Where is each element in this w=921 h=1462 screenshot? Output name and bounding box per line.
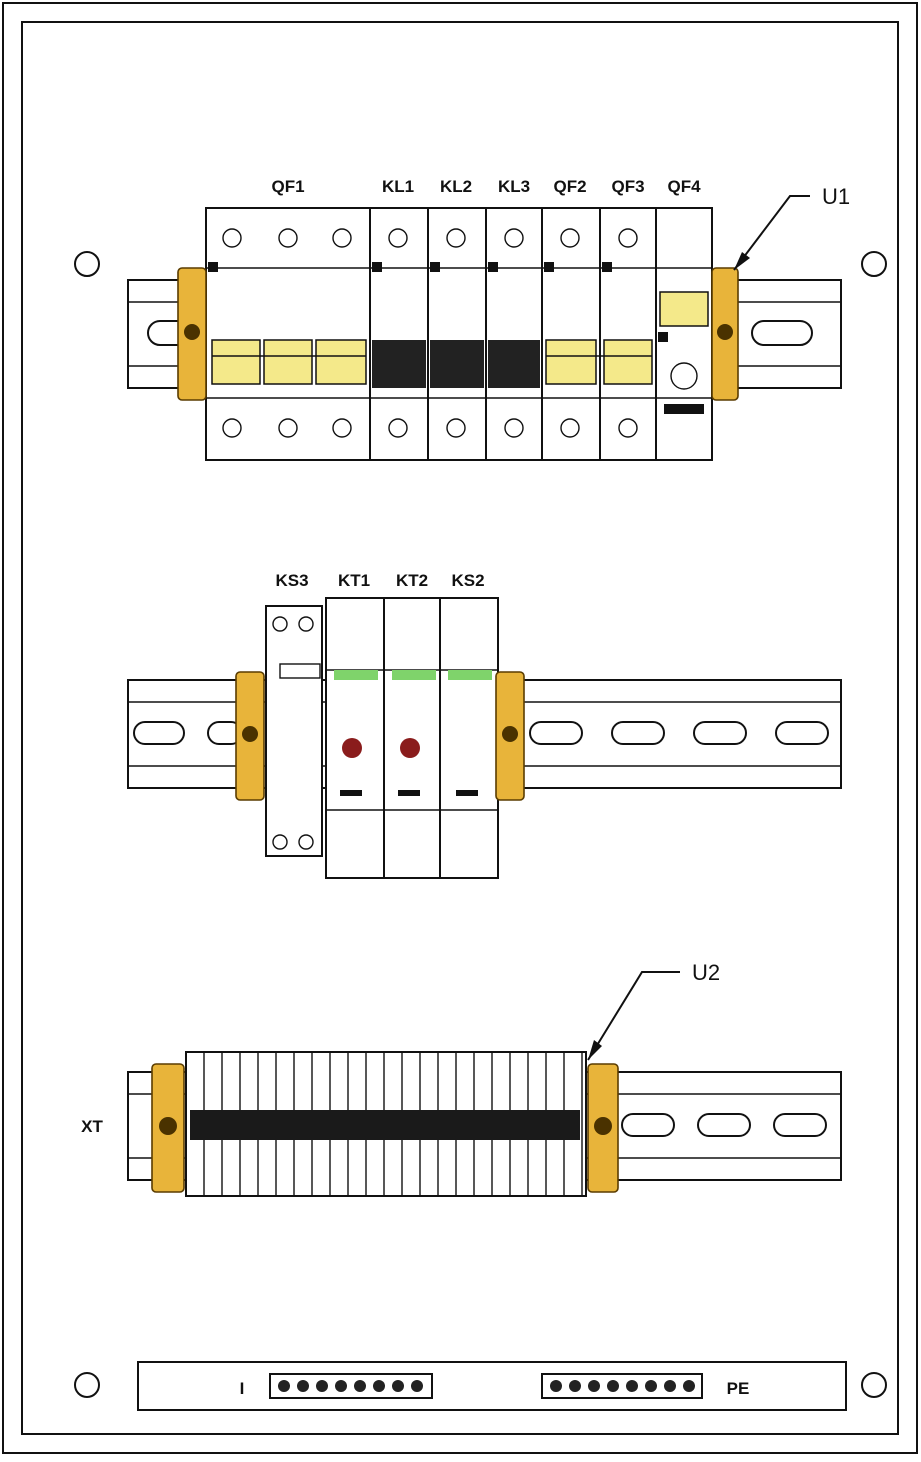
bus-terminal <box>297 1380 309 1392</box>
rail1-end-clamp-right <box>711 267 739 401</box>
contactor-face <box>488 340 540 388</box>
label-qf2: QF2 <box>553 177 586 196</box>
label-qf4: QF4 <box>667 177 701 196</box>
rail3-end-clamp-right <box>587 1063 619 1193</box>
rail2-end-clamp-left <box>235 671 265 801</box>
bus-terminal <box>588 1380 600 1392</box>
svg-text:U1: U1 <box>822 184 850 209</box>
terminal-screws-bottom <box>222 418 638 438</box>
terminal-screws-top <box>222 228 638 248</box>
breaker-handle <box>211 339 261 385</box>
callout-u2: U2 <box>587 960 720 1061</box>
rail-slot <box>693 721 747 745</box>
bus-terminal <box>683 1380 695 1392</box>
label-ks3: KS3 <box>275 571 308 590</box>
indicator-green <box>334 670 378 680</box>
label-n-bus: I <box>240 1379 245 1398</box>
mounting-hole-top-right <box>861 251 887 277</box>
bus-terminal <box>316 1380 328 1392</box>
bus-terminal <box>550 1380 562 1392</box>
rail-slot <box>133 721 185 745</box>
indicator-green <box>392 670 436 680</box>
bottom-bus-strip: I PE <box>137 1361 847 1411</box>
bus-terminal <box>373 1380 385 1392</box>
bus-terminal <box>278 1380 290 1392</box>
contactor-face <box>430 340 484 388</box>
enclosure-inner <box>21 21 899 1435</box>
rail-slot <box>751 320 813 346</box>
bus-terminal <box>335 1380 347 1392</box>
pe-busbar <box>541 1373 703 1399</box>
rail3-end-clamp-left <box>151 1063 185 1193</box>
rail-slot <box>775 721 829 745</box>
rail2-labels: KS3 KT1 KT2 KS2 <box>275 571 484 590</box>
breaker-handle <box>315 339 367 385</box>
label-kt1: KT1 <box>338 571 370 590</box>
svg-text:U2: U2 <box>692 960 720 985</box>
surge-knob <box>670 362 698 390</box>
rail-slot <box>621 1113 675 1137</box>
callout-u1: U1 <box>733 184 850 271</box>
rail-slot <box>697 1113 751 1137</box>
bus-terminal <box>569 1380 581 1392</box>
breaker-handle <box>659 291 709 327</box>
timer-knob <box>400 738 420 758</box>
neutral-busbar <box>269 1373 433 1399</box>
label-qf3: QF3 <box>611 177 644 196</box>
label-pe-bus: PE <box>727 1379 750 1398</box>
bus-terminal <box>664 1380 676 1392</box>
label-kt2: KT2 <box>396 571 428 590</box>
breaker-handle <box>603 339 653 385</box>
breaker-handle <box>263 339 313 385</box>
rail-slot <box>529 721 583 745</box>
indicator-green <box>448 670 492 680</box>
timer-knob <box>342 738 362 758</box>
rail2-end-clamp-right <box>495 671 525 801</box>
terminal-block-strip <box>185 1051 587 1197</box>
rail2-device-block <box>265 597 499 879</box>
label-xt: XT <box>81 1117 103 1136</box>
rail-slot <box>611 721 665 745</box>
terminal-markers <box>190 1110 580 1140</box>
rail-slot <box>773 1113 827 1137</box>
rail1-labels: QF1 KL1 KL2 KL3 QF2 QF3 QF4 <box>271 177 701 196</box>
label-kl2: KL2 <box>440 177 472 196</box>
label-qf1: QF1 <box>271 177 304 196</box>
breaker-handle <box>545 339 597 385</box>
contactor-face <box>372 340 426 388</box>
bus-terminal <box>411 1380 423 1392</box>
label-kl3: KL3 <box>498 177 530 196</box>
bus-terminal <box>607 1380 619 1392</box>
rail1-end-clamp-left <box>177 267 207 401</box>
rail1-device-block <box>205 207 713 461</box>
mounting-hole-bottom-left <box>74 1372 100 1398</box>
label-ks2: KS2 <box>451 571 484 590</box>
bus-terminal <box>626 1380 638 1392</box>
mounting-hole-bottom-right <box>861 1372 887 1398</box>
bus-terminal <box>392 1380 404 1392</box>
label-kl1: KL1 <box>382 177 414 196</box>
bus-terminal <box>645 1380 657 1392</box>
bus-terminal <box>354 1380 366 1392</box>
mounting-hole-top-left <box>74 251 100 277</box>
